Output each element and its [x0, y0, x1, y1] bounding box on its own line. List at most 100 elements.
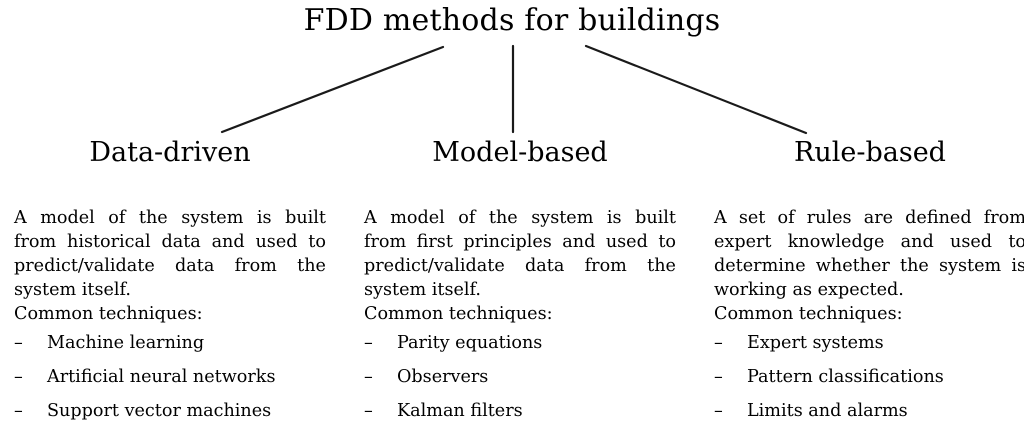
- word: defined: [905, 208, 972, 228]
- description-line: system itself.: [364, 280, 481, 300]
- list-item: – Limits and alarms: [714, 394, 1024, 428]
- word: to: [658, 232, 676, 252]
- dash-icon: –: [714, 401, 723, 421]
- common-techniques-label: Common techniques:: [714, 304, 903, 324]
- word: from: [584, 256, 627, 276]
- dash-icon: –: [14, 401, 23, 421]
- word: set: [738, 208, 766, 228]
- left-branch-line: [220, 45, 445, 134]
- word: A: [364, 208, 377, 228]
- word: model: [390, 208, 445, 228]
- word: the: [138, 208, 168, 228]
- dash-icon: –: [714, 333, 723, 353]
- list-item: – Parity equations: [364, 326, 676, 360]
- list-item: – Machine learning: [14, 326, 326, 360]
- word: from: [983, 208, 1024, 228]
- word: from: [364, 232, 407, 252]
- word: built: [635, 208, 676, 228]
- dash-icon: –: [714, 367, 723, 387]
- word: is: [1011, 256, 1024, 276]
- word: of: [777, 208, 795, 228]
- word: to: [308, 232, 326, 252]
- techniques-list: – Expert systems – Pattern classificatio…: [714, 326, 1024, 428]
- list-item: – Pattern classifications: [714, 360, 1024, 394]
- word: data: [161, 232, 201, 252]
- word: and: [211, 232, 245, 252]
- word: the: [647, 256, 676, 276]
- word: data: [525, 256, 565, 276]
- word: expert: [714, 232, 772, 252]
- techniques-list: – Parity equations – Observers – Kalman …: [364, 326, 676, 428]
- word: system: [531, 208, 594, 228]
- dash-icon: –: [364, 367, 373, 387]
- column-heading-model-based: Model-based: [432, 137, 608, 168]
- list-item: – Artificial neural networks: [14, 360, 326, 394]
- list-item: – Expert systems: [714, 326, 1024, 360]
- common-techniques-label: Common techniques:: [14, 304, 203, 324]
- word: and: [900, 232, 934, 252]
- list-item: – Observers: [364, 360, 676, 394]
- word: A: [14, 208, 27, 228]
- word: predict/validate: [14, 256, 155, 276]
- word: built: [285, 208, 326, 228]
- technique-label: Support vector machines: [47, 401, 272, 421]
- word: the: [900, 256, 929, 276]
- description-line: working as expected.: [714, 280, 904, 300]
- dash-icon: –: [14, 367, 23, 387]
- word: and: [562, 232, 596, 252]
- word: model: [40, 208, 95, 228]
- word: data: [175, 256, 215, 276]
- word: system: [181, 208, 244, 228]
- word: knowledge: [787, 232, 885, 252]
- word: is: [606, 208, 622, 228]
- word: is: [256, 208, 272, 228]
- dash-icon: –: [14, 333, 23, 353]
- dash-icon: –: [364, 333, 373, 353]
- word: from: [234, 256, 277, 276]
- word: used: [950, 232, 993, 252]
- word: system: [939, 256, 1002, 276]
- word: of: [458, 208, 476, 228]
- word: used: [605, 232, 648, 252]
- diagram-title: FDD methods for buildings: [303, 3, 721, 38]
- word: to: [1008, 232, 1024, 252]
- description-line: system itself.: [14, 280, 131, 300]
- word: principles: [463, 232, 552, 252]
- technique-label: Limits and alarms: [747, 401, 908, 421]
- right-branch-line: [584, 44, 808, 135]
- technique-label: Artificial neural networks: [47, 367, 276, 387]
- word: the: [297, 256, 326, 276]
- word: used: [255, 232, 298, 252]
- list-item: – Support vector machines: [14, 394, 326, 428]
- common-techniques-label: Common techniques:: [364, 304, 553, 324]
- dash-icon: –: [364, 401, 373, 421]
- column-heading-rule-based: Rule-based: [794, 137, 946, 168]
- technique-label: Machine learning: [47, 333, 205, 353]
- column-heading-data-driven: Data-driven: [89, 137, 251, 168]
- word: of: [108, 208, 126, 228]
- list-item: – Kalman filters: [364, 394, 676, 428]
- technique-label: Pattern classifications: [747, 367, 944, 387]
- word: first: [416, 232, 453, 252]
- word: are: [863, 208, 894, 228]
- word: the: [488, 208, 518, 228]
- word: rules: [806, 208, 852, 228]
- word: whether: [815, 256, 890, 276]
- word: from: [14, 232, 57, 252]
- technique-label: Kalman filters: [397, 401, 523, 421]
- word: historical: [67, 232, 151, 252]
